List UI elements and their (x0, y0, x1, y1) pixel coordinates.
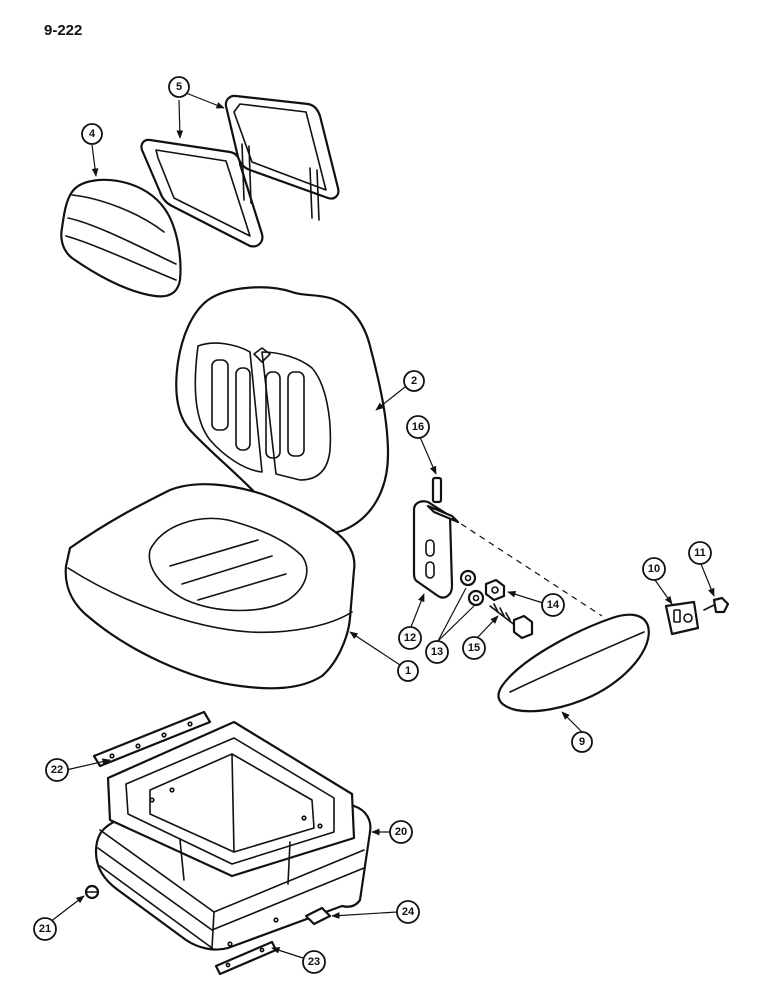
svg-text:4: 4 (89, 128, 96, 140)
svg-text:9: 9 (579, 736, 585, 748)
washer-part (459, 569, 477, 587)
callout-20: 20 (389, 820, 413, 844)
callout-9: 9 (571, 731, 593, 753)
screw-part (703, 596, 730, 614)
armrest-part (497, 613, 650, 713)
alignment-dashed-line (451, 517, 603, 617)
roll-pin-part (431, 476, 443, 504)
svg-text:14: 14 (547, 599, 560, 611)
svg-text:2: 2 (411, 375, 417, 387)
callout-15: 15 (462, 636, 486, 660)
svg-text:13: 13 (431, 646, 443, 658)
headrest-cushion-part (60, 178, 182, 298)
svg-text:12: 12 (404, 632, 416, 644)
svg-text:5: 5 (176, 81, 182, 93)
nut-part (467, 589, 485, 607)
armrest-bracket-part (412, 500, 460, 599)
svg-text:1: 1 (405, 665, 411, 677)
mounting-plate-part (664, 600, 700, 636)
callout-16: 16 (406, 415, 430, 439)
svg-text:11: 11 (694, 547, 706, 559)
bolt-part (489, 603, 534, 640)
callout-13: 13 (425, 640, 449, 664)
callout-21: 21 (33, 917, 57, 941)
svg-text:10: 10 (648, 563, 660, 575)
plug-part (84, 884, 100, 900)
seat-back-part (175, 286, 390, 535)
callout-12: 12 (398, 626, 422, 650)
callout-2: 2 (403, 370, 425, 392)
callout-1: 1 (397, 660, 419, 682)
callout-24: 24 (396, 900, 420, 924)
svg-text:21: 21 (39, 923, 51, 935)
svg-text:23: 23 (308, 956, 320, 968)
small-bracket-part (304, 906, 332, 926)
leader-lines (49, 92, 715, 959)
callout-5: 5 (168, 76, 190, 98)
callout-14: 14 (541, 593, 565, 617)
page-number: 9-222 (44, 22, 83, 39)
svg-text:24: 24 (402, 906, 415, 918)
suspension-base-part (94, 720, 372, 951)
headrest-frame-rear-part (224, 94, 340, 221)
seat-cushion-part (64, 483, 356, 690)
callout-23: 23 (302, 950, 326, 974)
callout-11: 11 (688, 541, 712, 565)
callout-10: 10 (642, 557, 666, 581)
callout-22: 22 (45, 758, 69, 782)
svg-text:20: 20 (395, 826, 407, 838)
callout-4: 4 (81, 123, 103, 145)
svg-text:16: 16 (412, 421, 424, 433)
svg-text:22: 22 (51, 764, 63, 776)
svg-text:15: 15 (468, 642, 480, 654)
lock-nut-part (484, 578, 506, 602)
